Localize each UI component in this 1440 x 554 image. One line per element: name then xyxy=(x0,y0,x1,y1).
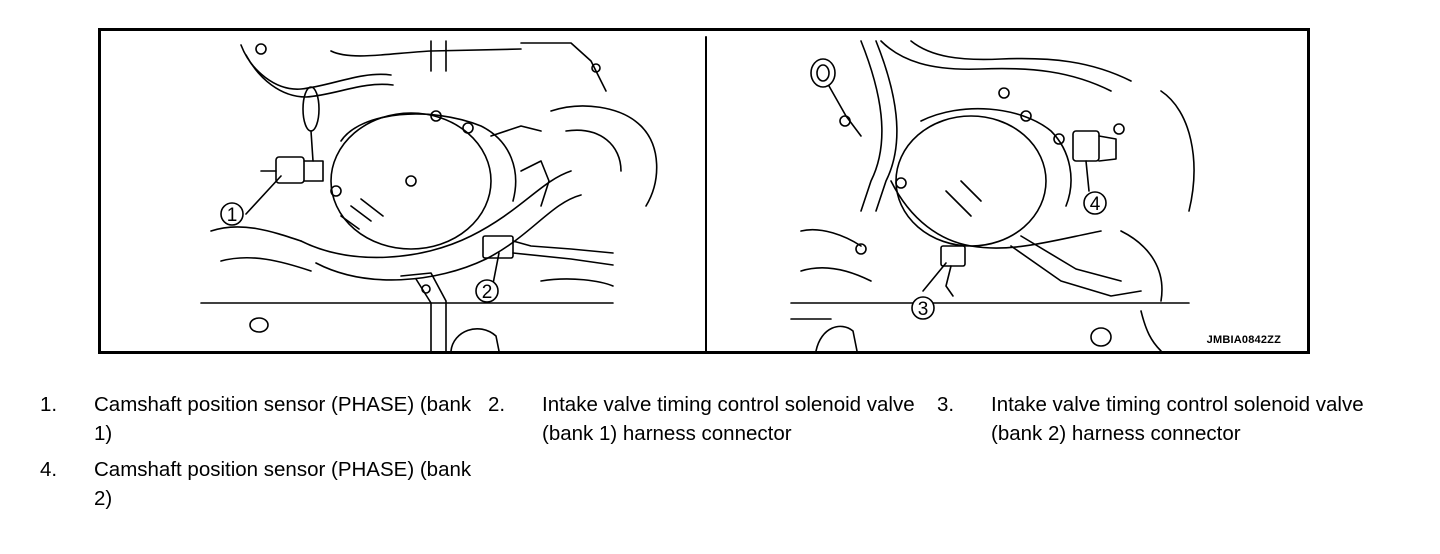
legend-item-2-text: Intake valve timing control solenoid val… xyxy=(542,393,915,445)
callout-4: 4 xyxy=(1083,191,1107,215)
callout-1: 1 xyxy=(220,202,244,226)
legend-item-4-number: 4. xyxy=(40,458,58,481)
callout-3: 3 xyxy=(911,296,935,320)
legend-item-3: 3. Intake valve timing control solenoid … xyxy=(937,390,1377,450)
legend-item-4-text: Camshaft position sensor (PHASE) (bank 2… xyxy=(94,458,472,510)
legend-item-2-number: 2. xyxy=(488,393,506,416)
legend-item-1: 1. Camshaft position sensor (PHASE) (ban… xyxy=(40,390,480,450)
legend-item-4: 4. Camshaft position sensor (PHASE) (ban… xyxy=(40,455,480,515)
engine-illustration-figure: 1 2 3 4 JMBIA0842ZZ xyxy=(98,28,1310,354)
legend-item-1-number: 1. xyxy=(40,393,58,416)
callout-3-label: 3 xyxy=(918,299,929,320)
legend-item-1-text: Camshaft position sensor (PHASE) (bank 1… xyxy=(94,393,472,445)
callout-2: 2 xyxy=(475,279,499,303)
legend-item-2: 2. Intake valve timing control solenoid … xyxy=(488,390,928,450)
line-drawing: 1 2 3 4 xyxy=(200,36,1195,351)
callout-4-label: 4 xyxy=(1090,194,1101,215)
callout-2-label: 2 xyxy=(482,282,493,303)
right-engine-view xyxy=(790,40,1195,351)
legend-item-3-number: 3. xyxy=(937,393,955,416)
legend-item-3-text: Intake valve timing control solenoid val… xyxy=(991,393,1364,445)
left-engine-view xyxy=(200,40,658,351)
figure-code: JMBIA0842ZZ xyxy=(1206,334,1281,346)
callout-1-label: 1 xyxy=(227,205,238,226)
